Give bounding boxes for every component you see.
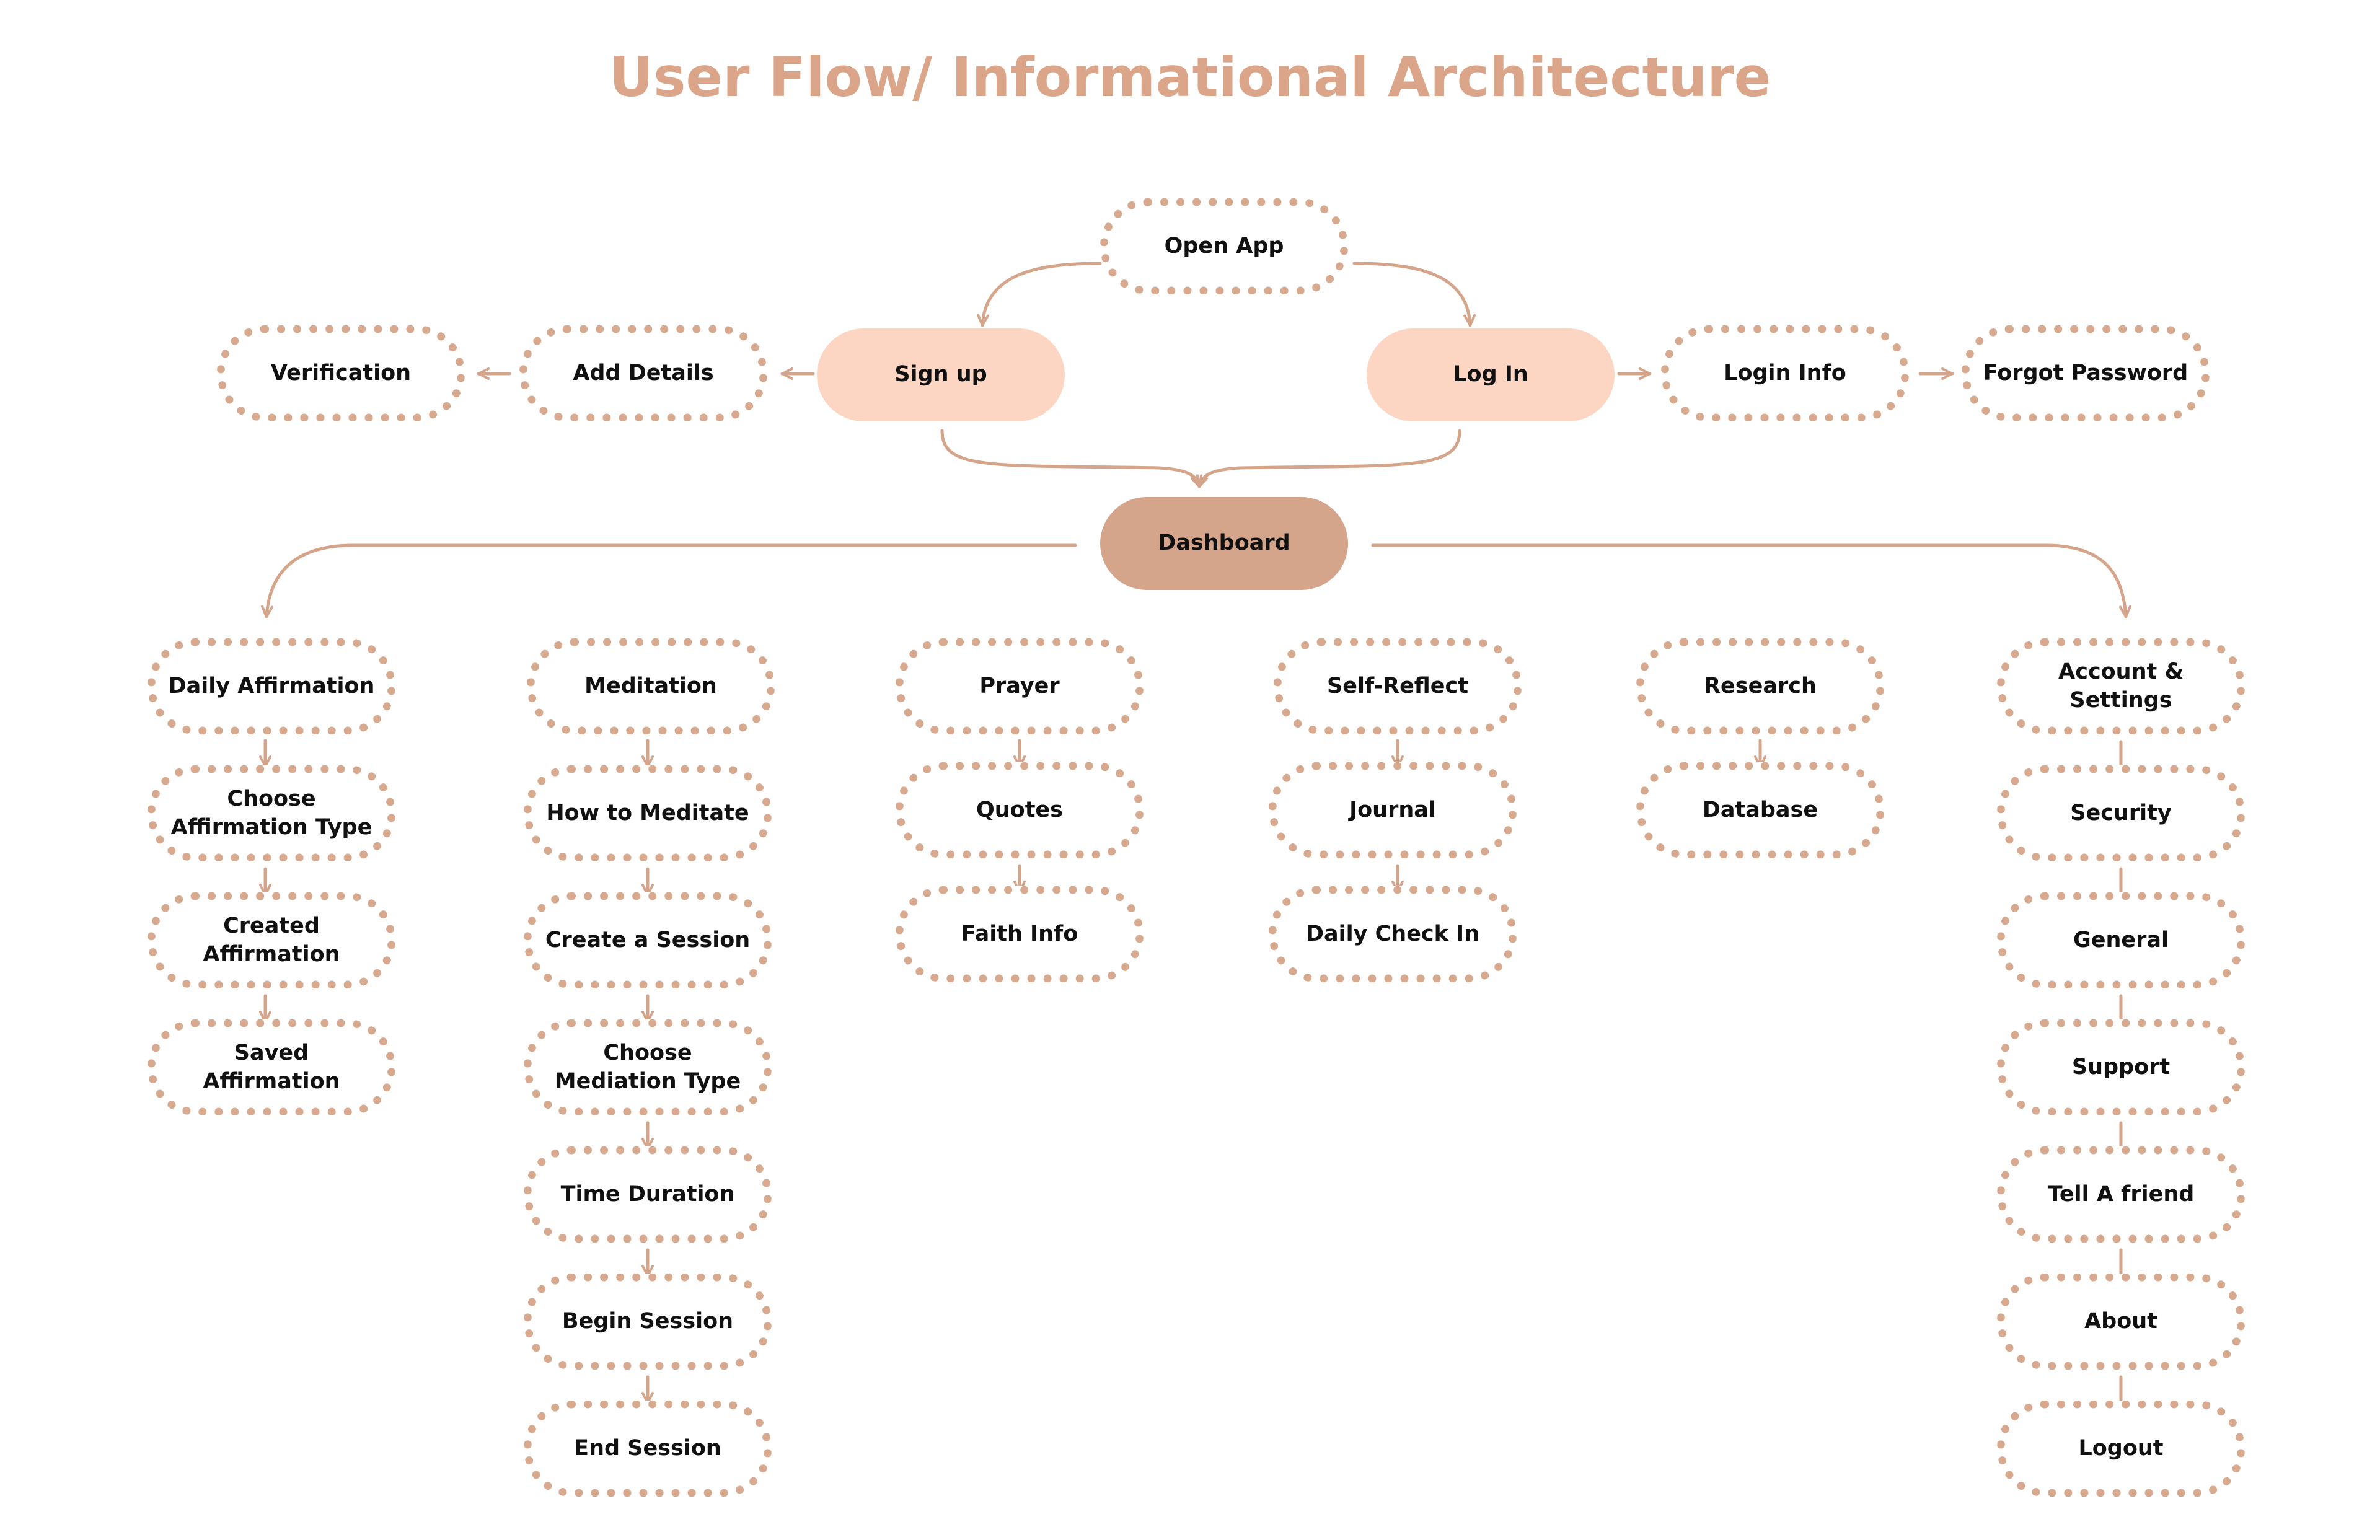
edge-dashboard-right bbox=[1371, 543, 2131, 618]
edge-signup-dashboard bbox=[940, 429, 1203, 488]
node-forgot-password[interactable]: Forgot Password bbox=[1962, 325, 2210, 421]
node-choose-affirmation-type[interactable]: Choose Affirmation Type bbox=[148, 765, 395, 861]
diagram-title: User Flow/ Informational Architecture bbox=[609, 45, 1771, 109]
node-login-info[interactable]: Login Info bbox=[1661, 325, 1909, 421]
node-log-in[interactable]: Log In bbox=[1367, 328, 1615, 421]
node-tell-a-friend[interactable]: Tell A friend bbox=[1997, 1146, 2245, 1243]
edge-login-dashboard bbox=[1196, 429, 1461, 488]
node-end-session[interactable]: End Session bbox=[524, 1401, 772, 1497]
node-research[interactable]: Research bbox=[1636, 638, 1884, 734]
node-account-settings[interactable]: Account & Settings bbox=[1997, 638, 2245, 734]
node-journal[interactable]: Journal bbox=[1269, 762, 1517, 858]
node-meditation[interactable]: Meditation bbox=[527, 638, 775, 734]
node-daily-check-in[interactable]: Daily Check In bbox=[1269, 886, 1517, 982]
node-general[interactable]: General bbox=[1997, 892, 2245, 988]
node-create-a-session[interactable]: Create a Session bbox=[524, 892, 772, 988]
node-security[interactable]: Security bbox=[1997, 765, 2245, 861]
node-quotes[interactable]: Quotes bbox=[896, 762, 1144, 858]
edge-openapp-login bbox=[1352, 262, 1476, 327]
node-choose-mediation-type[interactable]: Choose Mediation Type bbox=[524, 1019, 772, 1115]
edge-dashboard-left bbox=[261, 543, 1077, 618]
node-prayer[interactable]: Prayer bbox=[896, 638, 1144, 734]
node-self-reflect[interactable]: Self-Reflect bbox=[1274, 638, 1522, 734]
node-created-affirmation[interactable]: Created Affirmation bbox=[148, 892, 395, 988]
node-about[interactable]: About bbox=[1997, 1274, 2245, 1370]
node-logout[interactable]: Logout bbox=[1997, 1401, 2245, 1497]
edge-openapp-signup bbox=[977, 262, 1102, 327]
node-verification[interactable]: Verification bbox=[217, 325, 465, 421]
node-faith-info[interactable]: Faith Info bbox=[896, 886, 1144, 982]
node-open-app[interactable]: Open App bbox=[1100, 198, 1348, 294]
node-how-to-meditate[interactable]: How to Meditate bbox=[524, 765, 772, 861]
node-time-duration[interactable]: Time Duration bbox=[524, 1146, 772, 1243]
node-support[interactable]: Support bbox=[1997, 1019, 2245, 1115]
node-saved-affirmation[interactable]: Saved Affirmation bbox=[148, 1019, 395, 1115]
node-dashboard[interactable]: Dashboard bbox=[1100, 497, 1348, 590]
node-daily-affirmation[interactable]: Daily Affirmation bbox=[148, 638, 395, 734]
node-sign-up[interactable]: Sign up bbox=[817, 328, 1065, 421]
node-begin-session[interactable]: Begin Session bbox=[524, 1274, 772, 1370]
node-database[interactable]: Database bbox=[1636, 762, 1884, 858]
node-add-details[interactable]: Add Details bbox=[519, 325, 767, 421]
